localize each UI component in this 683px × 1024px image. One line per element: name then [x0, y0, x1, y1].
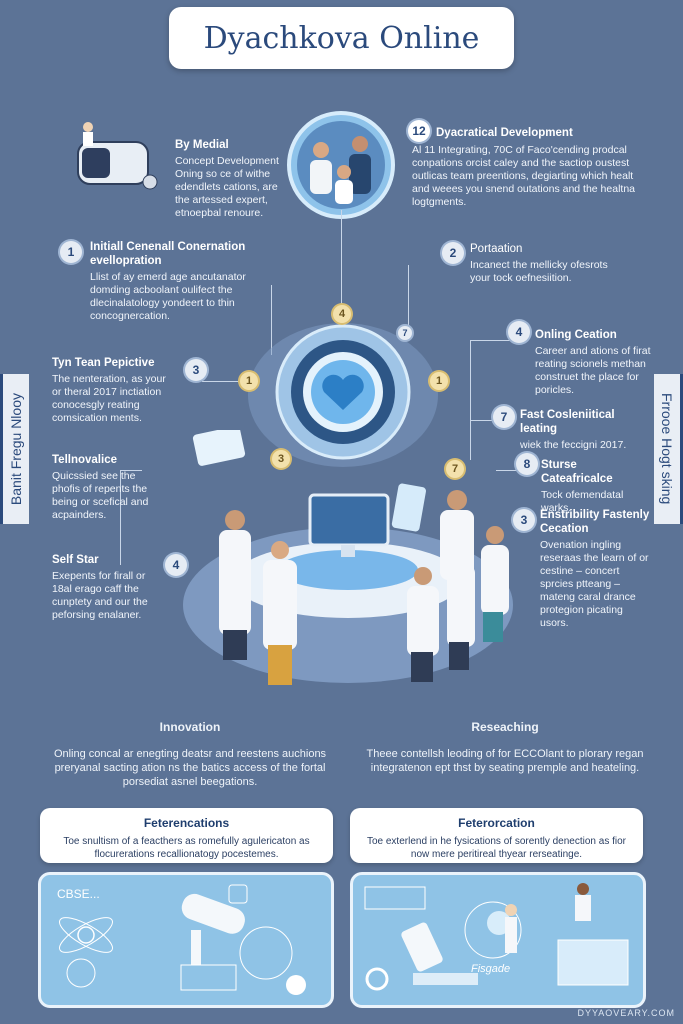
card-text: Toe snultism of a feacthers as romefully…	[63, 836, 310, 860]
block-heading: Initiall Cenenall Conernation evelloprat…	[90, 241, 246, 267]
block-fast: Fast Cosleniitical leating wiek the fecc…	[520, 408, 650, 452]
phone-icon	[401, 922, 443, 972]
connector-line	[408, 265, 409, 335]
block-dyacratical: Dyacratical Development Al 11 Integratin…	[412, 126, 637, 209]
block-heading: Sturse Cateafricalce	[541, 459, 613, 485]
side-label-text: Banit Fregu Nlooy	[8, 392, 24, 506]
science-icons	[59, 884, 306, 995]
footer-url: DYYAOVEARY.COM	[577, 1008, 675, 1018]
block-heading: By Medial	[175, 139, 229, 151]
block-heading: Self Star	[52, 554, 99, 566]
badge-12: 12	[408, 120, 430, 142]
block-heading: Tyn Tean Pepictive	[52, 357, 155, 369]
block-heading: Onling Ceation	[535, 329, 617, 341]
hub-badge: 1	[240, 372, 258, 390]
block-heading: Tellnovalice	[52, 454, 117, 466]
side-label-text: Frrooe Hogt sking	[659, 393, 675, 505]
panel-label: CBSE...	[57, 887, 100, 901]
side-label-right: Frrooe Hogt sking	[654, 374, 683, 524]
badge-3: 3	[513, 509, 535, 531]
block-heading: Portaation	[470, 243, 523, 255]
block-heading: Dyacratical Development	[436, 127, 573, 139]
connector-line	[470, 340, 471, 460]
title-banner: Dyachkova Online	[169, 7, 514, 69]
hub-badge: 3	[272, 450, 290, 468]
card-text: Toe exterlend in he fysications of soren…	[366, 836, 627, 860]
block-text: Incanect the mellicky ofesrots your tock…	[470, 259, 608, 284]
block-by-medial: By Medial Concept Development Oning so c…	[175, 138, 293, 220]
connector-line	[470, 340, 510, 341]
block-heading: Fast Cosleniitical leating	[520, 409, 615, 435]
section-heading: Reseaching	[471, 720, 539, 734]
block-tyn-team: Tyn Tean Pepictive The nenteration, as y…	[52, 356, 172, 425]
connector-line	[271, 285, 272, 355]
atom-icon	[77, 926, 95, 944]
section-innovation: Innovation Onling concal ar enegting dea…	[40, 720, 340, 789]
connector-line	[202, 381, 242, 382]
block-text: wiek the feccigni 2017.	[520, 439, 627, 451]
block-telnovalice: Tellnovalice Quicssied see the phofis of…	[52, 453, 162, 522]
section-reseaching: Reseaching Theee contellsh leoding of fo…	[360, 720, 650, 775]
central-hub-illustration	[248, 323, 438, 467]
panel-label: Fisgade	[471, 963, 511, 975]
badge-4: 4	[165, 554, 187, 576]
side-label-left: Banit Fregu Nlooy	[0, 374, 29, 524]
hub-badge: 4	[333, 305, 351, 323]
connector-line	[120, 470, 142, 471]
connector-line	[496, 470, 520, 471]
block-instribility: Enstribility Fastenly Cecation Ovenation…	[540, 508, 650, 630]
badge-3: 3	[185, 359, 207, 381]
heart-icon	[322, 374, 364, 410]
block-text: Quicssied see the phofis of repents the …	[52, 470, 149, 521]
vr-headset-illustration	[77, 122, 158, 190]
microscope-icon	[181, 893, 245, 934]
block-text: Tock ofemendatal warks.	[541, 489, 624, 514]
block-text: Career and ations of firat reating scion…	[535, 345, 651, 396]
section-text: Onling concal ar enegting deatsr and ree…	[53, 748, 327, 788]
card-heading: Feterencations	[143, 816, 230, 830]
block-text: Concept Development Oning so ce of withe…	[175, 155, 279, 219]
badge-1: 1	[60, 241, 82, 263]
section-text: Theee contellsh leoding of for ECCOlant …	[366, 748, 644, 774]
block-text: The nenteration, as your or theral 2017 …	[52, 373, 166, 424]
doctors-circle-illustration	[287, 111, 395, 219]
hub-badge: 7	[398, 326, 412, 340]
connector-line	[470, 420, 500, 421]
card-heading: Feterorcation	[458, 816, 535, 830]
block-self-star: Self Star Exepents for firall or 18al er…	[52, 553, 162, 622]
gear-icon	[365, 967, 389, 991]
badge-4: 4	[508, 321, 530, 343]
badge-2: 2	[442, 242, 464, 264]
section-heading: Innovation	[159, 720, 221, 734]
card-feterorcation: Feterorcation Toe exterlend in he fysica…	[350, 808, 643, 863]
checkmark-icon	[286, 975, 306, 995]
block-onling-ceation: Onling Ceation Career and ations of fira…	[535, 328, 655, 397]
block-sturse: Sturse Cateafricalce Tock ofemendatal wa…	[541, 458, 651, 515]
research-icons	[364, 883, 629, 991]
hub-badge: 1	[430, 372, 448, 390]
block-heading: Enstribility Fastenly Cecation	[540, 509, 650, 535]
panel-right: Fisgade	[350, 872, 646, 1008]
block-text: Exepents for firall or 18al erago caff t…	[52, 570, 148, 621]
block-initial: Initiall Cenenall Conernation evelloprat…	[90, 240, 260, 323]
card-feterencations: Feterencations Toe snultism of a feacthe…	[40, 808, 333, 863]
block-text: Ovenation ingling reseraas the learn of …	[540, 539, 649, 629]
block-text: Llist of ay emerd age ancutanator domdin…	[90, 271, 246, 322]
hub-badge: 7	[446, 460, 464, 478]
connector-line	[341, 210, 342, 305]
panel-left: CBSE...	[38, 872, 334, 1008]
badge-7: 7	[493, 406, 515, 428]
badge-8: 8	[516, 453, 538, 475]
page-title: Dyachkova Online	[203, 20, 480, 56]
medical-team-scene	[183, 430, 513, 685]
connector-line	[120, 470, 121, 565]
block-text: Al 11 Integrating, 70C of Faco'cending p…	[412, 144, 636, 208]
block-portation: Portaation Incanect the mellicky ofesrot…	[470, 242, 630, 285]
